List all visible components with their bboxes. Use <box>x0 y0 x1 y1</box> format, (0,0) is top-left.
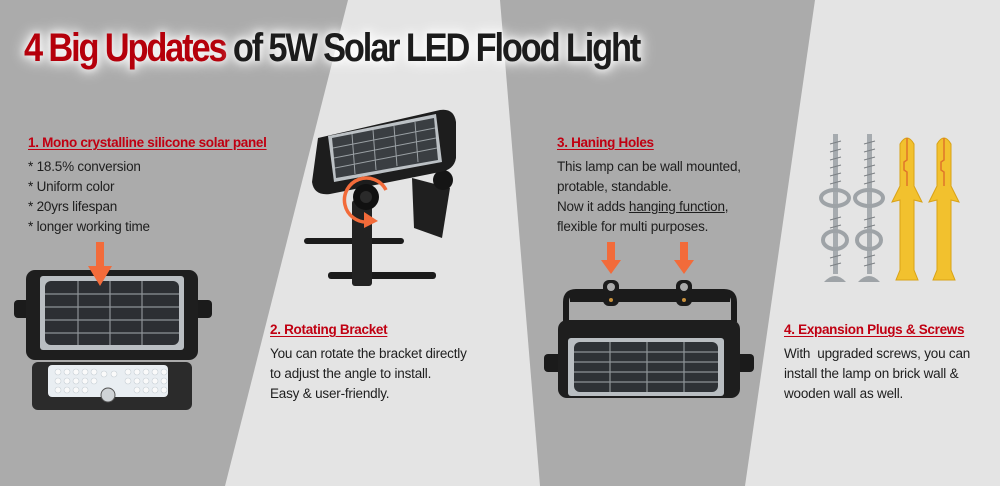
feature-4-line-2: install the lamp on brick wall & <box>784 366 959 381</box>
bullet-uniform-color: * Uniform color <box>28 179 115 194</box>
feature-3-heading: 3. Haning Holes <box>557 135 654 150</box>
feature-2-line-3: Easy & user-friendly. <box>270 386 390 401</box>
bullet-lifespan: * 20yrs lifespan <box>28 199 118 214</box>
bullet-working-time: * longer working time <box>28 219 150 234</box>
feature-2-heading: 2. Rotating Bracket <box>270 322 388 337</box>
title-rest: of 5W Solar LED Flood Light <box>232 26 641 70</box>
feature-3-line-2: protable, standable. <box>557 179 672 194</box>
feature-1-heading: 1. Mono crystalline silicone solar panel <box>28 135 267 150</box>
solar-flood-light-front-image <box>14 242 212 410</box>
feature-3-line-4: flexible for multi purposes. <box>557 219 709 234</box>
feature-2-line-1: You can rotate the bracket directly <box>270 346 467 361</box>
screws-and-plugs-image <box>819 134 960 282</box>
feature-4-line-1: With upgraded screws, you can <box>784 346 971 361</box>
rotating-bracket-light-image <box>304 109 456 286</box>
hanging-function-highlight: hanging function <box>628 199 725 214</box>
title-highlight: 4 Big Updates <box>24 26 228 70</box>
feature-4-line-3: wooden wall as well. <box>784 386 904 401</box>
feature-2-line-2: to adjust the angle to install. <box>270 366 432 381</box>
feature-4-description: With upgraded screws, you can install th… <box>784 344 970 404</box>
feature-2-description: You can rotate the bracket directly to a… <box>270 344 467 404</box>
feature-3-line-1: This lamp can be wall mounted, <box>557 159 741 174</box>
feature-3-description: This lamp can be wall mounted, protable,… <box>557 157 741 237</box>
hanging-holes-light-image <box>544 242 754 398</box>
feature-3-line-3: Now it adds hanging function, <box>557 199 729 214</box>
feature-1-bullets: * 18.5% conversion * Uniform color * 20y… <box>28 157 150 237</box>
feature-4-heading: 4. Expansion Plugs & Screws <box>784 322 965 337</box>
banner-title: 4 Big Updates of 5W Solar LED Flood Ligh… <box>24 26 641 71</box>
bullet-conversion: * 18.5% conversion <box>28 159 141 174</box>
